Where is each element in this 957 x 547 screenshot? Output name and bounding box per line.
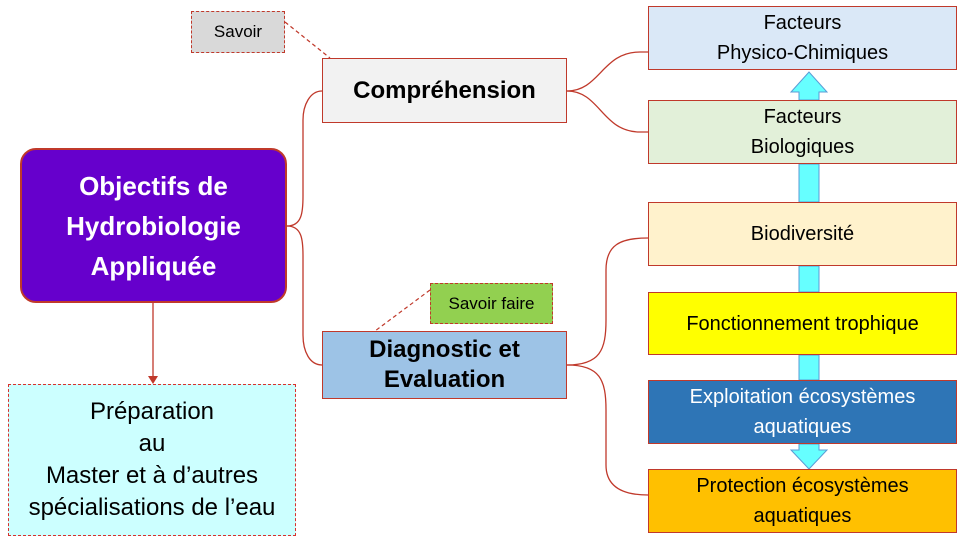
facteurs-biologiques-node: Facteurs Biologiques: [648, 100, 957, 164]
facteurs-physico-chimiques-node: Facteurs Physico-Chimiques: [648, 6, 957, 70]
protection-ecosystemes-node: Protection écosystèmes aquatiques: [648, 469, 957, 533]
preparation-node: Préparation au Master et à d’autres spéc…: [8, 384, 296, 536]
connector-comp-physico: [566, 51, 648, 92]
connector-main-comprehension: [286, 90, 323, 227]
fonctionnement-trophique-node: Fonctionnement trophique: [648, 292, 957, 355]
diagnostic-evaluation-node: Diagnostic et Evaluation: [322, 331, 567, 399]
exploitation-ecosystemes-node: Exploitation écosystèmes aquatiques: [648, 380, 957, 444]
connector-comp-bio: [566, 90, 648, 133]
connector-main-diagnostic: [286, 225, 323, 366]
main-objectives-node: Objectifs de Hydrobiologie Appliquée: [20, 148, 287, 303]
biodiversite-node: Biodiversité: [648, 202, 957, 266]
arrow-shaft-1: [798, 163, 820, 203]
callout-savoir-faire: [374, 289, 431, 332]
connector-diag-biodiversite: [566, 237, 649, 366]
callout-savoir: [284, 21, 331, 59]
arrowhead-preparation: [148, 376, 158, 384]
comprehension-node: Compréhension: [322, 58, 567, 123]
connector-diag-protection: [566, 364, 649, 496]
savoir-tag: Savoir: [191, 11, 285, 53]
arrow-up: [789, 71, 829, 101]
arrow-down: [789, 443, 829, 470]
arrow-shaft-2: [798, 265, 820, 293]
savoir-faire-tag: Savoir faire: [430, 283, 553, 324]
arrow-shaft-3: [798, 354, 820, 381]
